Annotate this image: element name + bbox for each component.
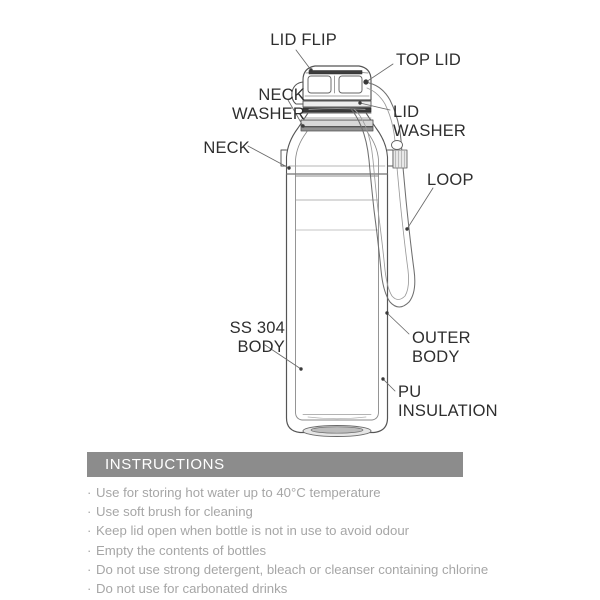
callout-ss-304-body: SS 304 BODY — [229, 319, 285, 357]
bottle-diagram: LID FLIP TOP LID NECK WASHER LID WASHER … — [203, 31, 498, 437]
loop-strap-shape — [349, 82, 416, 308]
instructions-list: · Use for storing hot water up to 40°C te… — [87, 483, 587, 598]
bottle-line-art — [247, 49, 434, 437]
bullet-icon: · — [87, 561, 92, 577]
body-seam-lines — [295, 199, 379, 231]
instruction-text: Use for storing hot water up to 40°C tem… — [96, 485, 381, 500]
instruction-item: ·Do not use for carbonated drinks — [87, 579, 587, 598]
instruction-item: ·Use soft brush for cleaning — [87, 502, 587, 521]
callout-neck-washer: NECK WASHER — [231, 86, 305, 124]
bullet-icon: · — [87, 504, 92, 520]
instruction-item: ·Do not use strong detergent, bleach or … — [87, 560, 587, 579]
leader-lines — [247, 49, 434, 392]
callout-lid-washer: LID WASHER — [393, 103, 467, 141]
bullet-icon: · — [87, 523, 92, 539]
callout-outer-body: OUTER BODY — [412, 329, 471, 367]
callout-lid-flip: LID FLIP — [270, 31, 337, 49]
instruction-item: ·Keep lid open when bottle is not in use… — [87, 521, 587, 540]
instruction-item: · Use for storing hot water up to 40°C te… — [87, 483, 587, 502]
instruction-text: Keep lid open when bottle is not in use … — [96, 523, 410, 539]
instructions-header-bar: INSTRUCTIONS — [87, 452, 463, 477]
instructions-panel: INSTRUCTIONS · Use for storing hot water … — [0, 445, 600, 600]
top-lid-shape — [291, 65, 372, 105]
loop-cinch-bead — [392, 149, 408, 169]
instruction-text: Do not use strong detergent, bleach or c… — [96, 561, 489, 577]
callout-pu-insulation: PU INSULATION — [398, 383, 498, 421]
bullet-icon: · — [87, 581, 92, 597]
callout-top-lid: TOP LID — [396, 51, 461, 69]
callout-neck: NECK — [203, 139, 250, 157]
instruction-text: Empty the contents of bottles — [96, 542, 267, 558]
inner-liner-shape — [295, 175, 379, 421]
instruction-item: ·Empty the contents of bottles — [87, 541, 587, 560]
instructions-title: INSTRUCTIONS — [105, 456, 225, 473]
instruction-text: Do not use for carbonated drinks — [96, 581, 288, 597]
instruction-text: Use soft brush for cleaning — [96, 504, 253, 520]
bullet-icon: · — [87, 485, 92, 500]
bullet-icon: · — [87, 542, 92, 558]
callout-loop: LOOP — [427, 171, 474, 189]
